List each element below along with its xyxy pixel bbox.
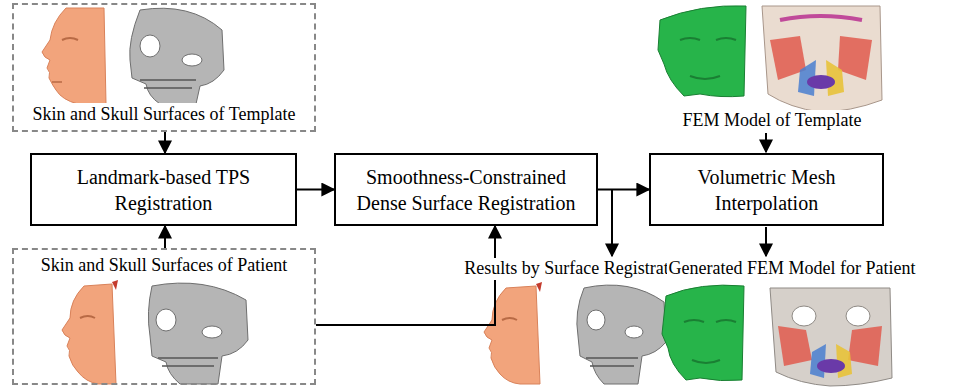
box-text: Smoothness-Constrained Dense Surface Reg…: [346, 164, 586, 216]
template-fem-muscles: [762, 6, 882, 112]
group-caption: Skin and Skull Surfaces of Template: [31, 103, 298, 126]
patient-face: [62, 280, 118, 384]
patient-fem-muscles: [770, 288, 892, 386]
group-caption: Skin and Skull Surfaces of Patient: [39, 254, 289, 277]
box-text: Landmark-based TPS Registration: [42, 164, 285, 216]
process-box: Smoothness-Constrained Dense Surface Reg…: [334, 153, 598, 226]
template-skull: [130, 8, 224, 104]
image-caption: FEM Model of Template: [681, 110, 864, 132]
flow-arrow: [164, 226, 166, 248]
result-skull: [577, 285, 666, 384]
template-group: Skin and Skull Surfaces of Template: [12, 3, 316, 132]
template-fem-arrow: [765, 133, 767, 152]
result-face: [484, 282, 542, 384]
template-fem-mesh: [658, 6, 746, 97]
flow-arrow: [164, 132, 166, 153]
process-box: Volumetric Mesh Interpolation: [649, 153, 884, 226]
image-caption: Generated FEM Model for Patient: [667, 258, 918, 280]
flow-arrow: [297, 189, 334, 191]
output-arrow: [765, 227, 767, 256]
flow-arrow: [598, 189, 649, 191]
template-face: [42, 8, 106, 104]
patient-group: Skin and Skull Surfaces of Patient: [12, 248, 316, 385]
patient-fem-mesh: [662, 285, 744, 381]
patient-skull: [148, 283, 248, 384]
process-box: Landmark-based TPS Registration: [30, 153, 297, 226]
branch-arrow: [611, 190, 613, 256]
image-caption: Results by Surface Registration: [462, 258, 693, 280]
box-text: Volumetric Mesh Interpolation: [661, 164, 872, 216]
